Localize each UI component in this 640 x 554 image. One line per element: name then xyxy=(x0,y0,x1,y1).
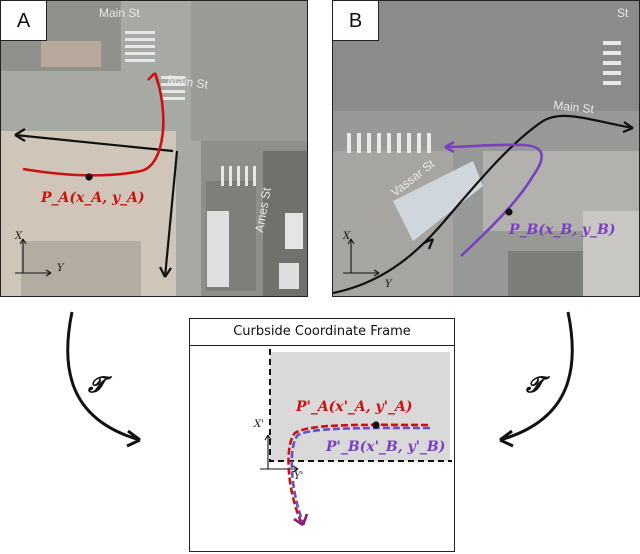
mapped-label-a: P'_A(x'_A, y'_A) xyxy=(295,399,412,415)
axis-y-label-b: Y xyxy=(385,279,393,290)
axis-x-label-a: X xyxy=(14,231,23,242)
frame-arrow-head xyxy=(293,513,309,527)
frame-axes-icon xyxy=(260,434,299,473)
transform-arrow-left xyxy=(66,311,141,442)
transform-symbol-left: 𝓣 xyxy=(87,372,113,398)
panel-b: B St Main St Vassar St P_B(x_B, y_B) X Y xyxy=(332,0,640,297)
panel-a-tag: A xyxy=(1,1,47,41)
mapped-label-b: P'_B(x'_B, y'_B) xyxy=(325,439,445,455)
arrow-head-a-red xyxy=(147,72,160,84)
frame-axis-x-label: X' xyxy=(253,419,264,430)
panel-b-tag: B xyxy=(333,1,379,41)
street-label-vassar: Vassar St xyxy=(388,156,437,199)
arrow-head-a-left xyxy=(14,128,26,142)
arrow-head-a-down xyxy=(159,266,172,278)
curbside-region xyxy=(270,352,450,461)
curb-line-b xyxy=(333,114,634,295)
panel-a: A Main St Main St Ames St P_A(x_A, y_A) … xyxy=(0,0,308,297)
mapped-trajectory-a xyxy=(287,423,429,525)
axis-x-label-b: X xyxy=(342,231,351,242)
mapped-trajectory-b xyxy=(290,426,431,526)
arrow-head-b-right xyxy=(622,121,634,134)
point-pa xyxy=(85,173,93,181)
axes-icon-b xyxy=(343,238,380,277)
frame-title: Curbside Coordinate Frame xyxy=(190,319,454,346)
curb-line-a xyxy=(14,133,179,278)
mapped-point xyxy=(372,421,380,429)
point-pb-label: P_B(x_B, y_B) xyxy=(508,222,616,238)
aerial-image-b xyxy=(333,1,639,296)
transform-arrow-right xyxy=(499,311,574,442)
aerial-image-a xyxy=(1,1,307,296)
street-label-main-mid: Main St xyxy=(167,72,210,92)
axis-y-label-a: Y xyxy=(57,263,65,274)
frame-axis-y-label: Y' xyxy=(294,471,303,482)
point-pb xyxy=(505,208,513,216)
arrow-head-b-purple xyxy=(444,140,455,154)
trajectory-a xyxy=(22,72,165,177)
street-label-corner: St xyxy=(617,6,629,20)
trajectory-b xyxy=(444,143,543,257)
curb-frame-axes xyxy=(269,349,452,462)
street-label-main-b: Main St xyxy=(553,98,596,116)
point-pa-label: P_A(x_A, y_A) xyxy=(40,190,145,206)
axes-icon-a xyxy=(15,238,52,277)
transform-symbol-right: 𝓣 xyxy=(525,372,551,398)
street-label-ames: Ames St xyxy=(252,186,274,234)
arrow-head-b-left xyxy=(423,237,435,250)
street-label-main-top: Main St xyxy=(99,6,140,20)
curbside-frame-panel: Curbside Coordinate Frame P'_A(x'_A, y'_… xyxy=(189,318,455,552)
